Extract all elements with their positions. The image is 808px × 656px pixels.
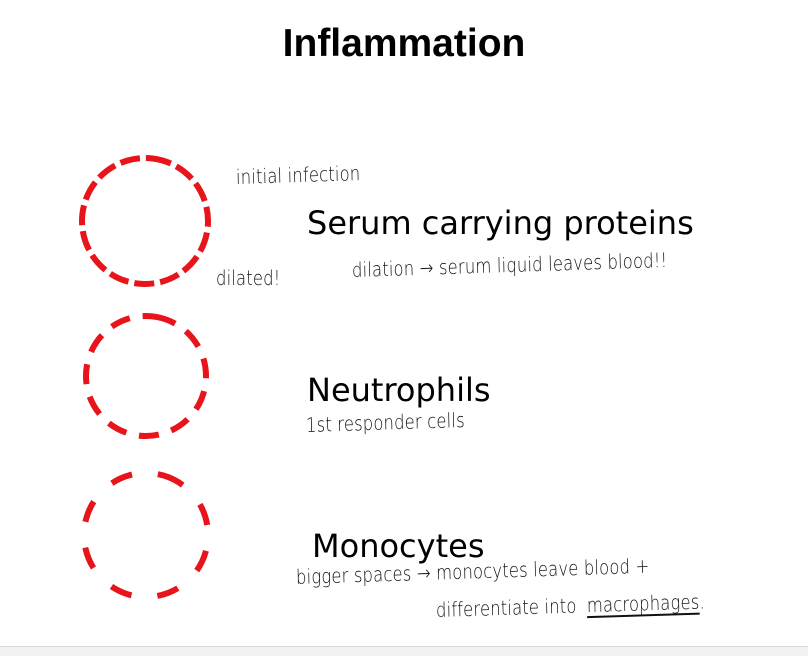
blood-vessel-circle-monocytes [81, 470, 211, 600]
handwritten-note-dilation-serum: dilation → serum liquid leaves blood!! [351, 247, 668, 282]
handwritten-note-dilated: dilated! [216, 266, 281, 290]
handwritten-note-differentiate-prefix: differentiate into [435, 593, 577, 622]
handwritten-note-period: . [699, 589, 706, 614]
handwritten-note-initial-infection: initial infection [235, 161, 361, 189]
window-bottom-edge [0, 646, 808, 656]
handwritten-note-responder-cells: 1st responder cells [305, 407, 466, 437]
handwritten-note-differentiate: differentiate into macrophages. [436, 589, 705, 622]
heading-neutrophils: Neutrophils [307, 371, 491, 409]
heading-serum-carrying-proteins: Serum carrying proteins [307, 204, 694, 242]
handwritten-note-macrophages: macrophages [586, 589, 700, 618]
blood-vessel-circle-dilated [79, 155, 211, 287]
slide-title: Inflammation [282, 22, 526, 65]
blood-vessel-circle-neutrophils [83, 313, 209, 439]
heading-monocytes: Monocytes [312, 527, 485, 565]
